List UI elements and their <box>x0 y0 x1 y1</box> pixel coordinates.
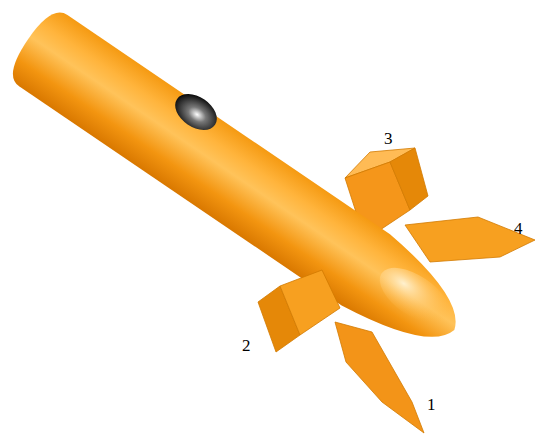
fin-1 <box>335 322 424 433</box>
callout-number: 2 <box>242 337 251 354</box>
nose-highlight <box>370 257 459 335</box>
fin-face <box>280 270 340 335</box>
callout-number: 4 <box>514 220 523 237</box>
callout-number: 3 <box>384 130 393 147</box>
fin-face <box>335 322 424 433</box>
callout-number: 1 <box>427 396 436 413</box>
dome <box>169 87 224 138</box>
fin-face <box>405 217 535 262</box>
hull <box>3 4 478 365</box>
fin-face <box>390 148 428 210</box>
fin-2 <box>258 270 340 352</box>
hull-body <box>3 4 478 365</box>
fin-4 <box>405 217 535 262</box>
